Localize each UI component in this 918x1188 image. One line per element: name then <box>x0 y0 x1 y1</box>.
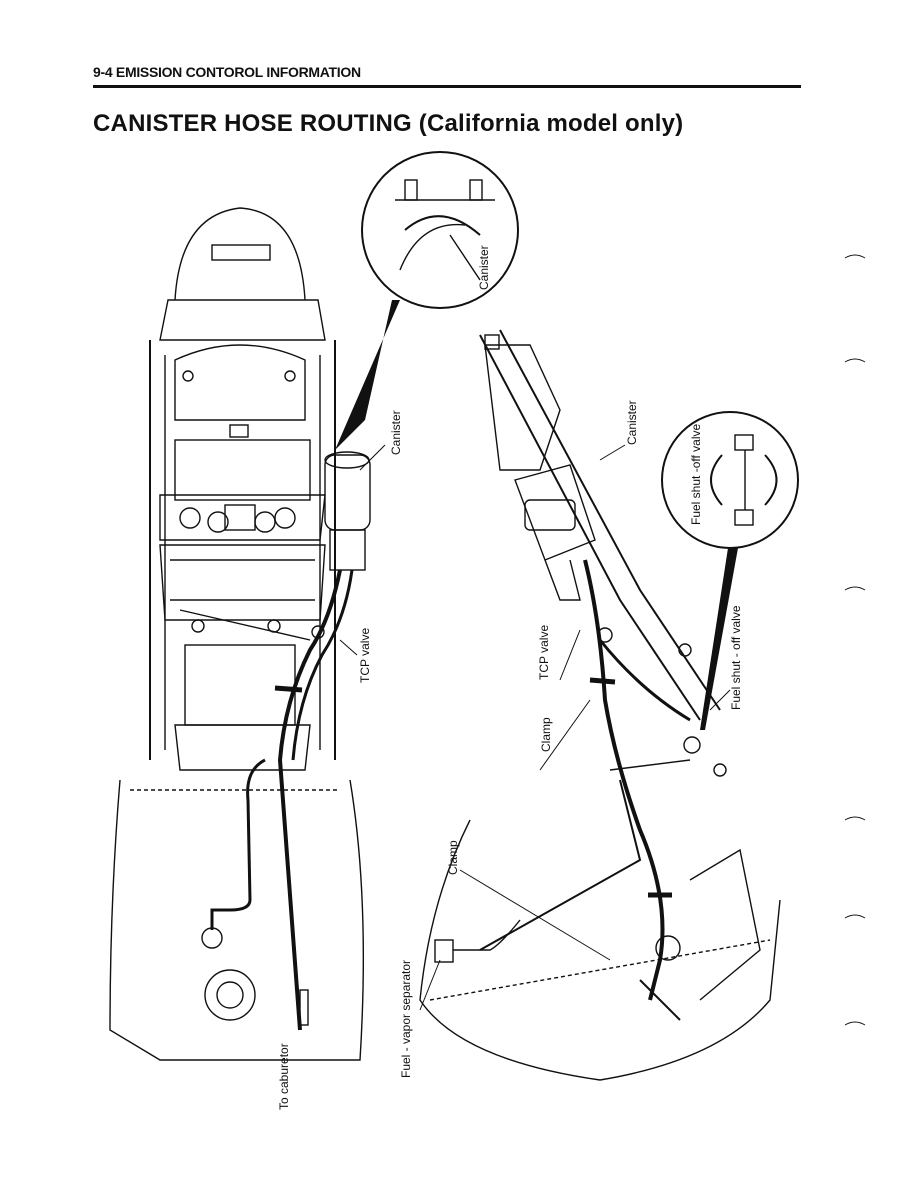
side-view-frame <box>419 329 781 1081</box>
label-canister-left: Canister <box>389 410 403 455</box>
margin-marks <box>844 254 866 1026</box>
page-title: CANISTER HOSE ROUTING (California model … <box>93 110 684 137</box>
label-canister-inset: Canister <box>477 245 491 290</box>
label-tcp-left: TCP valve <box>358 628 372 683</box>
label-to-carburetor: To caburetor <box>277 1043 291 1110</box>
label-clamp-center: Clamp <box>446 840 460 875</box>
label-fuel-shutoff-inset: Fuel shut -off valve <box>689 424 703 525</box>
header-rule <box>93 85 801 88</box>
label-tcp-right: TCP valve <box>537 625 551 680</box>
fuel-shutoff-detail-inset <box>661 411 799 730</box>
label-fuel-shutoff-right: Fuel shut - off valve <box>729 605 743 710</box>
top-view-frame <box>109 207 371 1061</box>
canister-detail-inset <box>335 151 519 450</box>
label-clamp-right: Clamp <box>539 717 553 752</box>
label-fuel-vapor-separator: Fuel - vapor separator <box>399 960 413 1078</box>
leader-lines <box>339 444 731 1011</box>
label-canister-right: Canister <box>625 400 639 445</box>
section-header: 9-4 EMISSION CONTOROL INFORMATION <box>93 64 361 80</box>
